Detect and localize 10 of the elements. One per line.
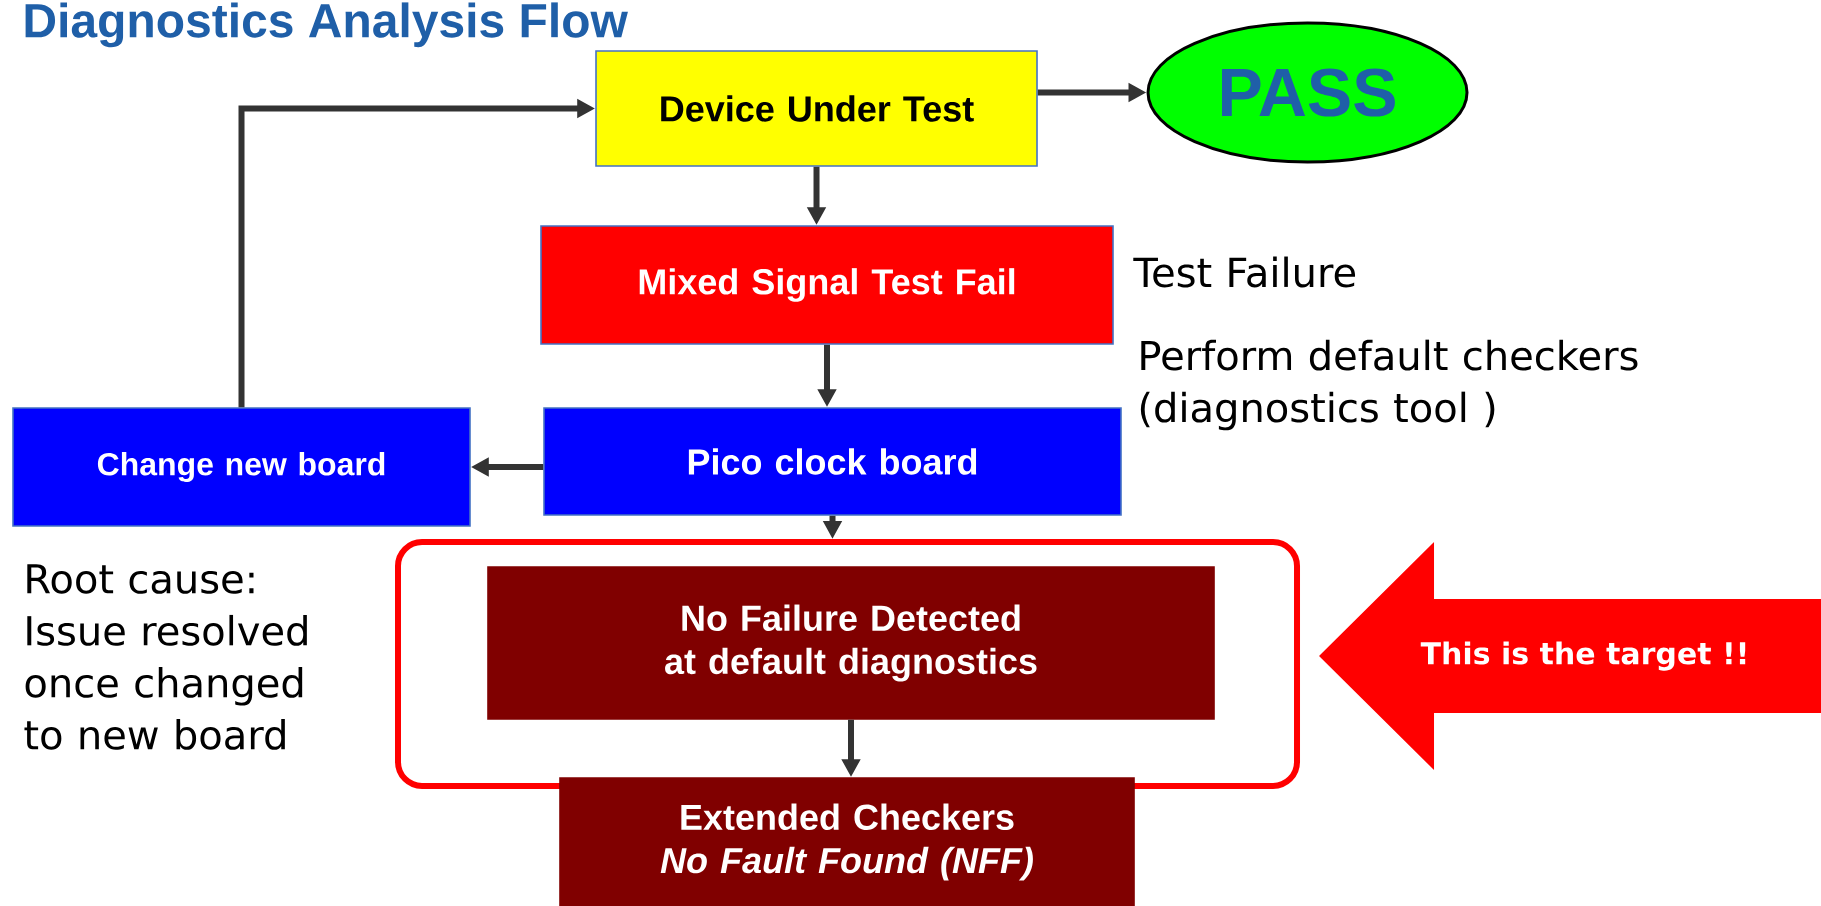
annotation-text: Root cause: Issue resolved once changed to new board [24,564,307,750]
process-box: Pico clock board [543,407,1122,516]
annotation-text: Test Failure [1133,256,1355,288]
process-box: Device Under Test [595,50,1038,167]
annotation-text: Perform default checkers (diagnostics tool ) [1140,339,1638,431]
process-box: Extended Checkers No Fault Found (NFF) [559,777,1135,906]
process-box: Mixed Signal Test Fail [540,225,1114,345]
process-box: Change new board [12,407,471,527]
title: Diagnostics Analysis Flow [25,2,628,48]
process-box: No Failure Detected at default diagnostics [487,566,1215,720]
